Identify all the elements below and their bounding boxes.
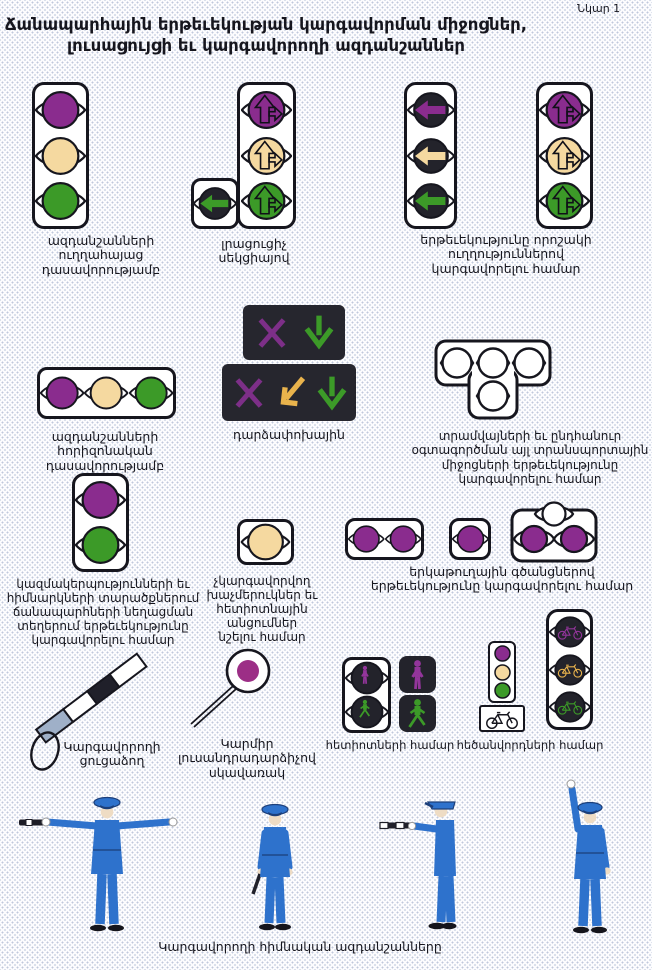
figure-label: Նկար 1 bbox=[577, 2, 621, 15]
railway-light-single bbox=[449, 518, 491, 560]
green-lamp bbox=[35, 181, 86, 221]
yellow-arrow-lamp bbox=[241, 136, 292, 176]
yellow-bike-lamp bbox=[549, 652, 591, 688]
railway-light-triple bbox=[510, 501, 598, 563]
yellow-lamp bbox=[35, 136, 86, 176]
green-left-arrow-lamp bbox=[193, 185, 237, 222]
caption-baton: Կարգավորողի ցուցաձող bbox=[63, 739, 161, 769]
railway-light-double bbox=[345, 518, 424, 560]
caption-disc: Կարմիր լուսանդրադարձիչով սկավառակ bbox=[178, 736, 316, 780]
bent-arrow-icon bbox=[272, 372, 308, 414]
pedestrian-light-square-walk bbox=[399, 695, 436, 732]
page-title: Ճանապարհային երթեւեկության կարգավորման մ… bbox=[4, 15, 528, 55]
walking-person-icon bbox=[405, 698, 430, 730]
red-lamp bbox=[348, 523, 385, 555]
red-contour-lamp bbox=[539, 90, 590, 130]
red-lamp bbox=[40, 374, 84, 412]
yellow-left-arrow-lamp bbox=[407, 136, 455, 176]
x-signal-icon bbox=[255, 313, 289, 353]
caption-unregulated: չկարգավորվող խաչմերուկներ եւ հետիոտնային… bbox=[206, 574, 318, 644]
caption-railway: երկաթուղային գծանցներով երթեւեկությունը … bbox=[370, 564, 634, 594]
yellow-lamp bbox=[493, 663, 511, 681]
red-left-arrow-lamp bbox=[407, 90, 455, 130]
bicycle-plate bbox=[479, 705, 525, 732]
red-lamp bbox=[75, 480, 126, 520]
standing-person-icon bbox=[405, 659, 430, 691]
reflector-disc bbox=[190, 648, 271, 728]
caption-pedestrians: հետիոտների համար bbox=[325, 738, 455, 752]
green-lamp bbox=[75, 525, 126, 565]
traffic-light-horizontal bbox=[37, 367, 176, 419]
bicycle-icon bbox=[484, 708, 520, 730]
green-left-arrow-lamp bbox=[407, 181, 455, 221]
two-section-light bbox=[72, 473, 129, 572]
red-lamp bbox=[493, 645, 511, 662]
green-lamp bbox=[129, 374, 173, 412]
pedestrian-light-square-stand bbox=[399, 656, 436, 693]
x-signal-icon bbox=[232, 373, 266, 413]
controller-arms-out bbox=[19, 796, 178, 932]
reversible-signal-bottom bbox=[222, 364, 356, 421]
single-yellow-light bbox=[237, 519, 294, 565]
traffic-light-arrow-contours bbox=[536, 82, 593, 229]
caption-directional: երթեւեկությունը որոշակի ուղղություններով… bbox=[420, 232, 592, 276]
traffic-light-left-arrows bbox=[404, 82, 457, 229]
bicycle-light-large bbox=[546, 609, 593, 730]
green-contour-lamp bbox=[539, 181, 590, 221]
yellow-lamp bbox=[240, 523, 291, 561]
tram-signal bbox=[434, 339, 552, 420]
traffic-light-vertical bbox=[32, 82, 89, 229]
controller-at-ease bbox=[251, 803, 293, 931]
controller-arm-forward bbox=[379, 801, 457, 930]
caption-additional-section: լրացուցիչ սեկցիայով bbox=[218, 236, 290, 266]
traffic-light-with-section bbox=[237, 82, 296, 229]
standing-person-lamp bbox=[345, 661, 389, 695]
caption-controller: Կարգավորողի հիմնական ազդանշանները bbox=[158, 939, 442, 954]
reversible-signal-top bbox=[243, 305, 345, 360]
caption-reversible: դարձափոխային bbox=[233, 427, 345, 442]
green-bike-lamp bbox=[549, 689, 591, 725]
down-arrow-icon bbox=[301, 311, 337, 353]
red-lamp bbox=[35, 90, 86, 130]
controller-arm-up bbox=[566, 779, 611, 934]
red-arrow-lamp bbox=[241, 90, 292, 130]
yellow-lamp bbox=[84, 374, 128, 412]
yellow-contour-lamp bbox=[539, 136, 590, 176]
traffic-baton bbox=[30, 652, 148, 771]
caption-cyclists: հեծանվորդների համար bbox=[456, 738, 604, 752]
green-arrow-lamp bbox=[241, 181, 292, 221]
green-lamp bbox=[493, 682, 511, 699]
walking-person-lamp bbox=[345, 695, 389, 729]
red-bike-lamp bbox=[549, 614, 591, 650]
down-arrow-icon bbox=[314, 372, 350, 414]
caption-horizontal: ազդանշանների հորիզոնական դասավորությամբ bbox=[45, 429, 165, 473]
red-lamp bbox=[452, 523, 489, 555]
caption-tram: տրամվայների եւ ընդհանուր օգտագործման այլ… bbox=[411, 429, 649, 486]
pedestrian-light-round bbox=[342, 657, 391, 733]
caption-vertical: ազդանշանների ուղղահայաց դասավորությամբ bbox=[41, 233, 161, 277]
caption-narrowing: կազմակերպությունների եւ հիմնարկների տարա… bbox=[6, 577, 200, 647]
bicycle-light-small bbox=[488, 641, 516, 703]
additional-section-housing bbox=[191, 178, 239, 229]
red-lamp bbox=[385, 523, 422, 555]
